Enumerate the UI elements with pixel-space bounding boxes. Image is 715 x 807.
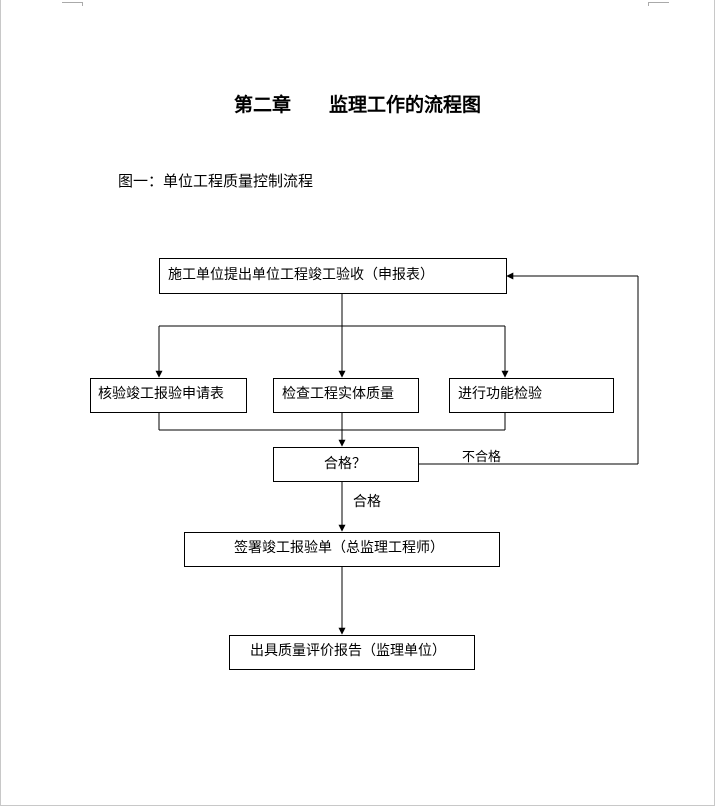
start-box: 施工单位提出单位工程竣工验收（申报表）: [159, 258, 507, 294]
report-label: 出具质量评价报告（监理单位）: [250, 643, 446, 659]
report-box: 出具质量评价报告（监理单位）: [229, 635, 475, 670]
sign-label: 签署竣工报验单（总监理工程师）: [234, 540, 444, 556]
branch-2-label: 检查工程实体质量: [282, 386, 394, 402]
fail-label: 不合格: [462, 450, 502, 465]
figure-caption: 图一：单位工程质量控制流程: [118, 172, 314, 190]
branch-1-label: 核验竣工报验申请表: [98, 386, 224, 402]
branch-1-box: 核验竣工报验申请表: [90, 378, 247, 413]
branch-3-label: 进行功能检验: [458, 386, 542, 402]
page-corner-mark-left: [62, 2, 83, 6]
page-corner-mark-right: [648, 2, 669, 6]
decision-label: 合格？: [324, 456, 366, 472]
chapter-title: 第二章 监理工作的流程图: [233, 94, 481, 116]
pass-label: 合格: [353, 494, 381, 510]
branch-2-box: 检查工程实体质量: [273, 378, 419, 413]
branch-3-box: 进行功能检验: [449, 378, 614, 413]
sign-box: 签署竣工报验单（总监理工程师）: [184, 532, 500, 567]
start-box-label: 施工单位提出单位工程竣工验收（申报表）: [168, 267, 434, 283]
decision-box: 合格？: [273, 447, 419, 482]
